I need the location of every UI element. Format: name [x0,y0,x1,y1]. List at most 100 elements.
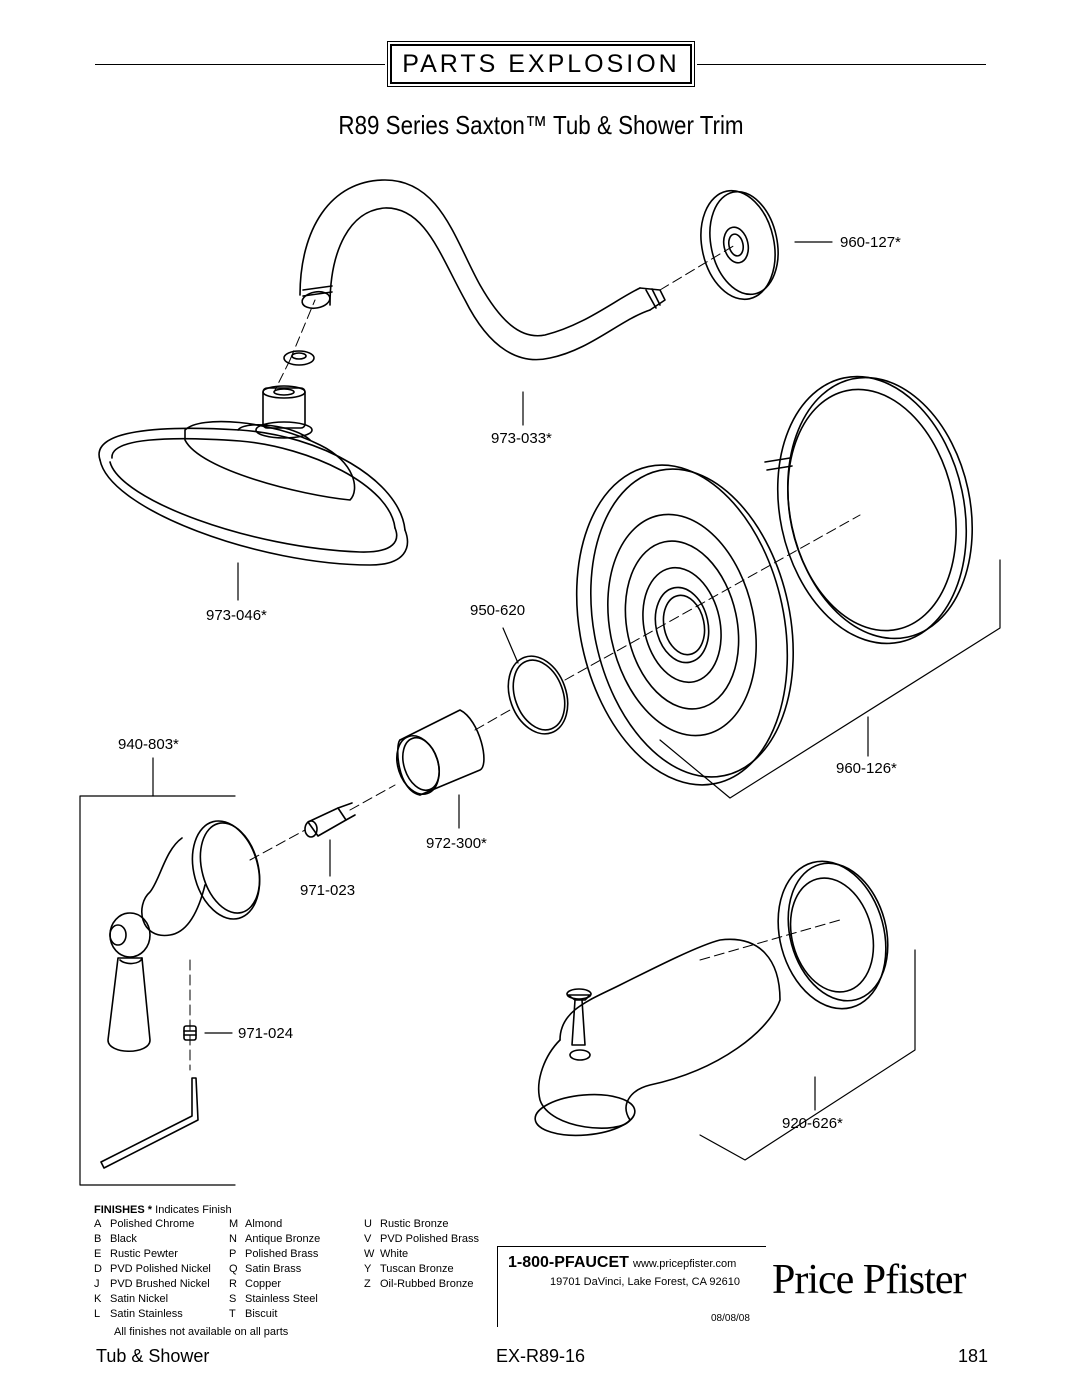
finish-item: K Satin Nickel [94,1292,211,1307]
finish-code: K [94,1293,102,1305]
spout-bracket [699,949,916,1161]
finish-item: J PVD Brushed Nickel [94,1277,211,1292]
finish-code: V [364,1233,372,1245]
page-title: R89 Series Saxton™ Tub & Shower Trim [338,110,744,140]
o-ring [507,655,569,735]
part-label-960-127: 960-127* [840,234,901,251]
finish-name: PVD Polished Brass [380,1233,480,1245]
lever-handle [107,820,261,1052]
footer-category: Tub & Shower [96,1346,210,1366]
finish-code: D [94,1263,102,1275]
finish-name: Polished Chrome [110,1218,195,1230]
contact-box [497,1246,766,1327]
finish-name: Almond [245,1218,283,1230]
finish-code: S [229,1293,237,1305]
part-label-971-023: 971-023 [300,882,356,899]
finish-code: Z [364,1278,371,1290]
finish-name: Stainless Steel [245,1293,318,1305]
finish-item: S Stainless Steel [229,1292,320,1307]
finishes-star: * [147,1204,153,1216]
finish-item: M Almond [229,1217,320,1232]
finish-item: V PVD Polished Brass [364,1232,479,1247]
finish-item: A Polished Chrome [94,1217,211,1232]
finish-code: M [229,1218,239,1230]
finishes-availability-note: All finishes not available on all parts [114,1326,289,1338]
part-label-973-046: 973-046* [206,607,267,624]
shower-head [98,385,409,566]
finish-code: Y [364,1263,372,1275]
shower-flange [700,189,779,301]
shower-arm [299,179,666,361]
finish-item: L Satin Stainless [94,1307,211,1322]
finish-name: White [380,1248,409,1260]
finishes-title: FINISHES [94,1204,145,1216]
plate-bracket [659,559,1001,799]
finish-code: Q [229,1263,238,1275]
finish-item: N Antique Bronze [229,1232,320,1247]
brand-logo: Price Pfister [772,1257,966,1303]
part-label-960-126: 960-126* [836,760,897,777]
finishes-note-heading: Indicates Finish [155,1204,232,1216]
set-screw [183,1025,197,1041]
finish-name: Rustic Pewter [110,1248,178,1260]
handle-sleeve [396,709,485,796]
handle-bracket [79,795,236,1186]
finish-name: Antique Bronze [245,1233,321,1245]
finish-code: E [94,1248,102,1260]
finish-code: U [364,1218,372,1230]
finishes-heading: FINISHES * Indicates Finish [94,1203,232,1218]
finish-name: Satin Nickel [110,1293,169,1305]
finish-code: B [94,1233,102,1245]
gasket-ring [764,375,974,645]
footer-page-number: 181 [958,1346,989,1366]
finish-name: PVD Polished Nickel [110,1263,211,1275]
part-label-940-803: 940-803* [118,736,179,753]
part-label-920-626: 920-626* [782,1115,843,1132]
finish-code: N [229,1233,237,1245]
finish-item: W White [364,1247,479,1262]
handle-screw [304,802,356,838]
shower-washer [283,350,315,366]
part-label-950-620: 950-620 [470,602,526,619]
tub-spout [534,860,889,1137]
finish-item: D PVD Polished Nickel [94,1262,211,1277]
finish-code: R [229,1278,237,1290]
finish-name: Tuscan Bronze [380,1263,454,1275]
finish-item: E Rustic Pewter [94,1247,211,1262]
escutcheon-plate [575,464,794,786]
finish-code: W [364,1248,375,1260]
header-rule-left [95,64,385,65]
leader-lines [152,241,869,1111]
finish-name: Satin Stainless [110,1308,183,1320]
finish-code: L [94,1308,101,1320]
finish-name: Biscuit [245,1308,278,1320]
website-link[interactable]: www.pricepfister.com [633,1258,737,1270]
finish-item: Z Oil-Rubbed Bronze [364,1277,479,1292]
header-label: PARTS EXPLOSION [402,49,680,78]
part-label-971-024: 971-024 [238,1025,294,1042]
footer-doc-id: EX-R89-16 [496,1346,586,1366]
part-label-973-033: 973-033* [491,430,552,447]
finish-item: Y Tuscan Bronze [364,1262,479,1277]
finish-name: Black [110,1233,137,1245]
document-date: 08/08/08 [711,1313,750,1324]
phone-number: 1-800-PFAUCET [508,1254,629,1271]
finish-code: P [229,1248,237,1260]
allen-wrench [100,1077,199,1169]
finish-name: PVD Brushed Nickel [110,1278,210,1290]
part-label-972-300: 972-300* [426,835,487,852]
finish-name: Oil-Rubbed Bronze [380,1278,474,1290]
finish-item: B Black [94,1232,211,1247]
finish-code: J [94,1278,100,1290]
finish-code: A [94,1218,102,1230]
